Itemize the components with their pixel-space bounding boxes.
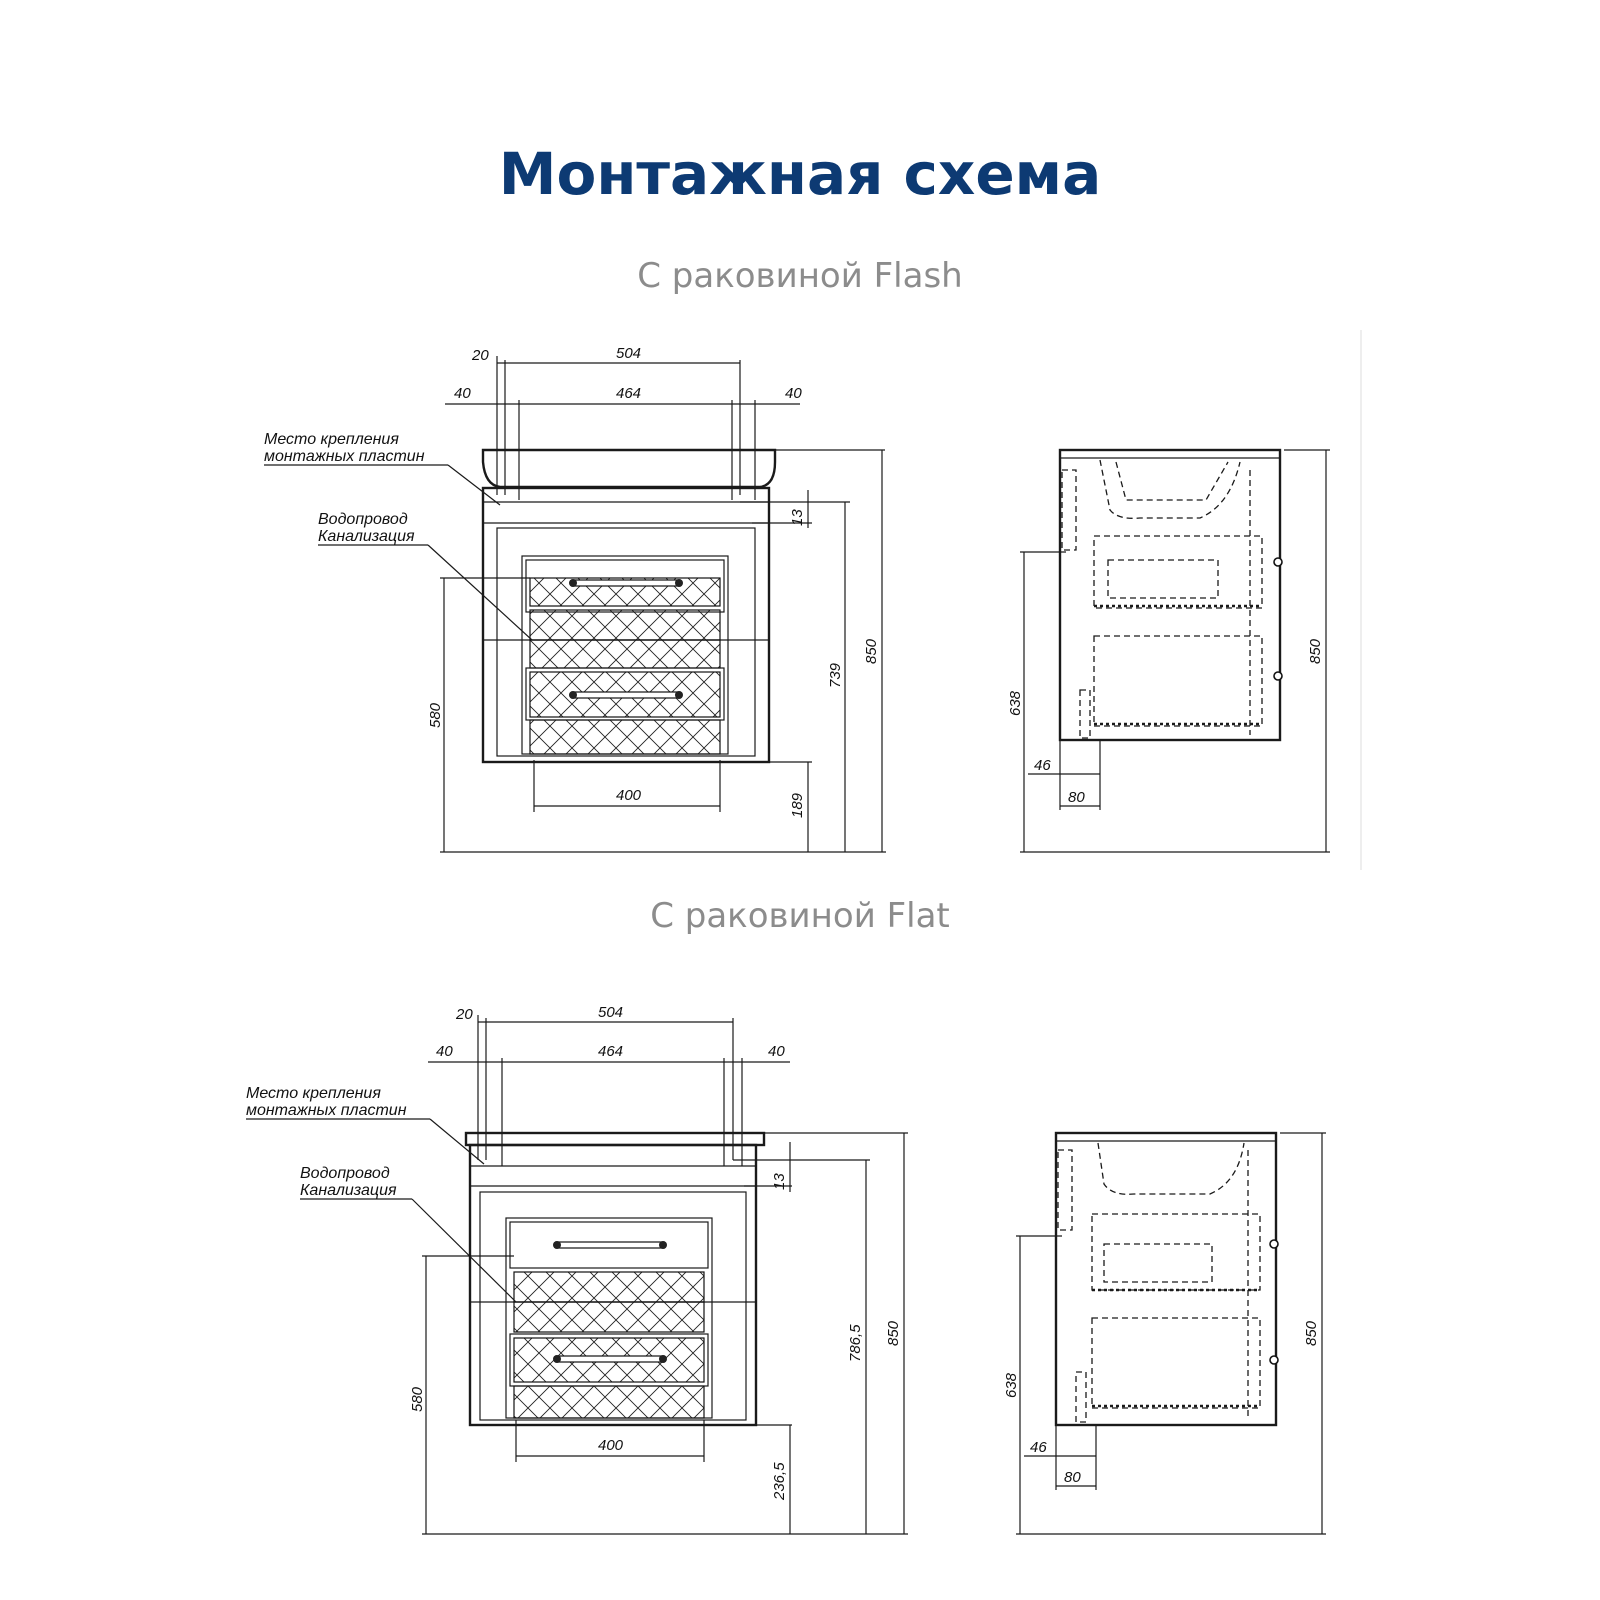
flat-handle-top — [555, 1241, 665, 1249]
section-title-flat: С раковиной Flat — [650, 896, 950, 936]
dim-739: 739 — [827, 662, 844, 688]
flat-side-dim-638: 638 — [1003, 1372, 1020, 1398]
flat-note-pipe-line1: Водопровод — [300, 1165, 390, 1182]
flat-side-dim-80: 80 — [1064, 1469, 1081, 1486]
flat-dim-40-left: 40 — [436, 1043, 453, 1060]
dim-504: 504 — [616, 345, 641, 362]
dim-20: 20 — [471, 347, 489, 364]
dim-580: 580 — [427, 702, 444, 728]
dim-464: 464 — [616, 385, 641, 402]
flat-dim-786-5: 786,5 — [847, 1324, 864, 1362]
flat-dim-504: 504 — [598, 1004, 623, 1021]
side-dim-850: 850 — [1307, 638, 1324, 664]
note-pipe-line2: Канализация — [318, 528, 415, 545]
flat-handle-bottom — [555, 1355, 665, 1363]
flat-dim-40-right: 40 — [768, 1043, 785, 1060]
flat-dim-13: 13 — [771, 1173, 788, 1190]
page-title: Монтажная схема — [498, 140, 1102, 208]
flat-note-mount-line1: Место крепления — [246, 1085, 381, 1102]
flat-dim-20: 20 — [455, 1006, 473, 1023]
flat-dim-850: 850 — [885, 1320, 902, 1346]
flat-dim-236-5: 236,5 — [771, 1462, 788, 1501]
dim-40-left: 40 — [454, 385, 471, 402]
flat-side-dim-850: 850 — [1303, 1320, 1320, 1346]
section-title-flash: С раковиной Flash — [637, 256, 963, 296]
dim-850: 850 — [863, 638, 880, 664]
front-view-flat: 20 504 40 464 40 400 13 — [246, 1004, 908, 1535]
flat-dim-580: 580 — [409, 1386, 426, 1412]
dim-40-right: 40 — [785, 385, 802, 402]
side-dim-46: 46 — [1034, 757, 1051, 774]
note-pipe-line1: Водопровод — [318, 511, 408, 528]
side-dim-638: 638 — [1007, 690, 1024, 716]
flat-note-pipe-line2: Канализация — [300, 1182, 397, 1199]
drawer-handle-top — [571, 579, 681, 587]
note-mount-line1: Место крепления — [264, 431, 399, 448]
front-view-flash: 20 504 40 464 40 400 — [264, 345, 886, 853]
side-dim-80: 80 — [1068, 789, 1085, 806]
flat-note-mount-line2: монтажных пластин — [246, 1102, 407, 1119]
note-mount-line2: монтажных пластин — [264, 448, 425, 465]
flat-dim-400: 400 — [598, 1437, 624, 1454]
side-view-flash: 638 850 46 80 — [1007, 448, 1330, 853]
dim-400: 400 — [616, 787, 642, 804]
dim-13: 13 — [789, 509, 806, 526]
dim-189: 189 — [789, 792, 806, 818]
flat-side-dim-46: 46 — [1030, 1439, 1047, 1456]
side-view-flat: 638 850 46 80 — [1003, 1131, 1326, 1535]
flat-dim-464: 464 — [598, 1043, 623, 1060]
drawer-handle-bottom — [571, 691, 681, 699]
